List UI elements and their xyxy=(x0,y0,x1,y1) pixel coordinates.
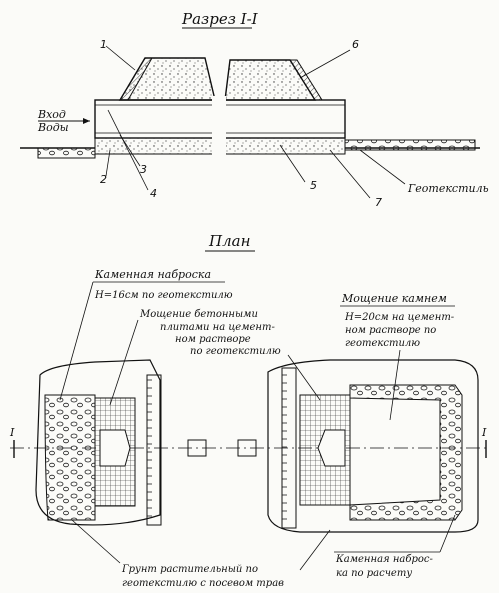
bedding-break xyxy=(212,136,226,156)
geotextile-leader xyxy=(359,149,406,185)
plan-title: План xyxy=(208,232,250,250)
water-flow-line-1: Вход xyxy=(37,108,66,121)
right-scale-ticks xyxy=(282,374,287,520)
pipe-segment-2 xyxy=(237,439,257,457)
right-embankment xyxy=(224,59,317,101)
leader-concrete-slabs-right xyxy=(287,354,321,401)
left-headwall xyxy=(99,429,131,467)
right-stone-fill xyxy=(349,384,463,521)
label-concrete-slabs-1: Мощение бетонными xyxy=(139,309,258,320)
leader-2 xyxy=(105,149,111,177)
leader-stone-fill-bottom xyxy=(439,514,456,553)
water-flow-line-2: Воды xyxy=(37,121,69,134)
label-stone-paving-2: H=20см на цемент- xyxy=(344,312,455,323)
leader-stone-paving xyxy=(389,349,401,421)
label-stone-fill-bottom-2: ка по расчету xyxy=(336,568,412,579)
label-stone-paving-3: ном растворе по xyxy=(345,325,436,336)
callout-5: 5 xyxy=(310,179,317,192)
right-scale-bar xyxy=(281,367,297,529)
leader-4 xyxy=(107,109,149,191)
callout-7: 7 xyxy=(375,196,382,209)
label-stone-fill: Каменная наброска xyxy=(94,268,211,281)
inlet-riprap xyxy=(37,147,96,159)
section-mark-left: I xyxy=(9,426,15,439)
section-mark-right: I xyxy=(481,426,487,439)
callout-4: 4 xyxy=(150,187,157,200)
section-break xyxy=(212,96,226,142)
label-concrete-slabs-4: по геотекстилю xyxy=(190,346,281,357)
callout-2: 2 xyxy=(100,173,107,186)
right-headwall xyxy=(317,429,346,467)
leader-1 xyxy=(105,45,136,71)
left-scale-ticks xyxy=(147,379,152,517)
label-stone-paving-4: геотекстилю xyxy=(345,338,420,349)
pipe-segment-1 xyxy=(187,439,207,457)
left-topsoil-zone xyxy=(35,359,161,526)
outlet-riprap xyxy=(344,139,476,151)
leader-7 xyxy=(329,149,371,199)
leader-6 xyxy=(299,49,351,79)
label-stone-paving-1: Мощение камнем xyxy=(341,292,447,305)
label-stone-fill-height: H=16см по геотекстилю xyxy=(94,290,233,301)
left-stone-fill xyxy=(44,394,96,521)
leader-stone-fill xyxy=(59,281,94,401)
callout-3: 3 xyxy=(140,163,147,176)
right-topsoil-zone xyxy=(267,359,479,533)
label-topsoil-2: геотекстилю с посевом трав xyxy=(122,578,284,589)
leader-topsoil-right xyxy=(299,529,331,571)
label-concrete-slabs-2: плитами на цемент- xyxy=(160,322,276,333)
callout-6: 6 xyxy=(352,38,359,51)
flow-arrowhead xyxy=(83,118,90,124)
leader-concrete-slabs-left xyxy=(109,319,139,406)
label-stone-fill-bottom-1: Каменная наброс- xyxy=(335,554,434,565)
label-concrete-slabs-3: ном растворе xyxy=(175,334,251,345)
leader-5 xyxy=(279,144,306,183)
leader-topsoil-left xyxy=(71,519,121,564)
left-scale-bar xyxy=(146,374,162,526)
geotextile-label: Геотекстиль xyxy=(407,182,489,195)
callout-1: 1 xyxy=(100,38,107,51)
label-topsoil-1: Грунт растительный по xyxy=(121,564,258,575)
section-title: Разрез I-I xyxy=(181,10,259,28)
